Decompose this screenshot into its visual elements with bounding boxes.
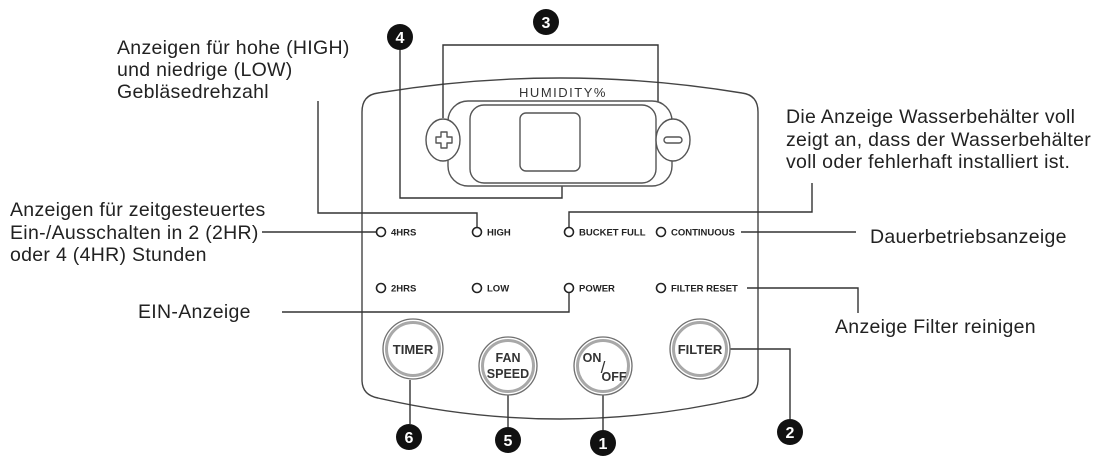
- callout-3: 3: [533, 9, 559, 35]
- indicator-high: HIGH: [471, 226, 511, 239]
- fan-speed-button[interactable]: FAN SPEED: [478, 336, 538, 396]
- led-filter-reset: [655, 282, 667, 294]
- on-label: ON: [583, 351, 602, 365]
- leader-line-filter-reset: [747, 287, 859, 313]
- annotation-power-led: EIN-Anzeige: [138, 301, 251, 323]
- annotation-line: voll oder fehlerhaft installiert ist.: [786, 151, 1070, 173]
- annotation-line: zeigt an, dass der Wasserbehälter: [786, 129, 1091, 151]
- annotation-line: Anzeigen für zeitgesteuertes: [10, 199, 266, 221]
- callout-2-number: 2: [786, 425, 795, 442]
- indicator-power: POWER: [563, 282, 615, 295]
- callout-6: 6: [396, 424, 422, 450]
- indicator-2hrs: 2HRS: [375, 282, 416, 295]
- led-4hrs: [375, 226, 387, 238]
- leader-line-power: [282, 293, 570, 313]
- indicator-continuous: CONTINUOUS: [655, 226, 735, 239]
- humidity-down-button[interactable]: [655, 118, 691, 162]
- callout-6-number: 6: [405, 430, 414, 447]
- annotation-fan-speed-leds: Anzeigen für hohe (HIGH) und niedrige (L…: [117, 37, 350, 103]
- minus-icon: [663, 136, 683, 144]
- callout-4-number: 4: [396, 30, 405, 47]
- annotation-bucket-full-led: Die Anzeige Wasserbehälter voll zeigt an…: [786, 106, 1091, 173]
- led-label-continuous: CONTINUOUS: [671, 228, 735, 239]
- on-off-button[interactable]: ON / OFF: [573, 336, 633, 396]
- filter-button-label: FILTER: [678, 342, 723, 357]
- led-high: [471, 226, 483, 238]
- callout-5: 5: [495, 427, 521, 453]
- annotation-timer-leds: Anzeigen für zeitgesteuertes Ein-/Aussch…: [10, 199, 266, 266]
- led-label-power: POWER: [579, 284, 615, 295]
- annotation-line: und niedrige (LOW): [117, 59, 293, 81]
- off-label: OFF: [602, 370, 627, 384]
- callout-1: 1: [590, 430, 616, 456]
- on-off-slash: /: [601, 358, 606, 377]
- indicator-low: LOW: [471, 282, 509, 295]
- callout-2: 2: [777, 419, 803, 445]
- callout-3-number: 3: [542, 15, 551, 32]
- led-2hrs: [375, 282, 387, 294]
- annotation-continuous-led: Dauerbetriebsanzeige: [870, 226, 1067, 248]
- leader-line-fan-speed-leds: [317, 101, 478, 227]
- leader-line-filter-button: [730, 348, 791, 419]
- led-label-low: LOW: [487, 284, 509, 295]
- humidity-display: HUMIDITY%: [447, 85, 673, 187]
- led-label-high: HIGH: [487, 228, 511, 239]
- annotation-line: Gebläsedrehzahl: [117, 81, 269, 103]
- annotation-line: Ein-/Ausschalten in 2 (2HR): [10, 222, 259, 244]
- indicator-filter-reset: FILTER RESET: [655, 282, 738, 295]
- led-bucket-full: [563, 226, 575, 238]
- callout-1-number: 1: [599, 436, 608, 453]
- led-power: [563, 282, 575, 294]
- leader-line-bucket-full: [568, 183, 813, 227]
- leader-line-display: [399, 50, 563, 199]
- led-label-bucket-full: BUCKET FULL: [579, 228, 646, 239]
- fan-speed-label-line1: FAN: [496, 351, 521, 365]
- fan-speed-label-line2: SPEED: [487, 367, 529, 381]
- annotation-line: Die Anzeige Wasserbehälter voll: [786, 106, 1075, 128]
- display-digits: [519, 112, 581, 172]
- plus-icon: [435, 131, 453, 149]
- annotation-line: Anzeigen für hohe (HIGH): [117, 37, 350, 59]
- leader-line-humidity-buttons: [442, 44, 659, 118]
- led-low: [471, 282, 483, 294]
- callout-4: 4: [387, 24, 413, 50]
- callout-5-number: 5: [504, 433, 513, 450]
- led-continuous: [655, 226, 667, 238]
- annotation-line: oder 4 (4HR) Stunden: [10, 244, 207, 266]
- annotation-filter-reset-led: Anzeige Filter reinigen: [835, 316, 1036, 338]
- led-label-4hrs: 4HRS: [391, 228, 416, 239]
- filter-button[interactable]: FILTER: [669, 318, 731, 380]
- timer-button[interactable]: TIMER: [382, 318, 444, 380]
- timer-button-label: TIMER: [393, 342, 434, 357]
- indicator-4hrs: 4HRS: [375, 226, 416, 239]
- indicator-bucket-full: BUCKET FULL: [563, 226, 646, 239]
- humidity-up-button[interactable]: [425, 118, 461, 162]
- led-label-2hrs: 2HRS: [391, 284, 416, 295]
- led-label-filter-reset: FILTER RESET: [671, 284, 738, 295]
- humidity-label: HUMIDITY%: [519, 85, 607, 100]
